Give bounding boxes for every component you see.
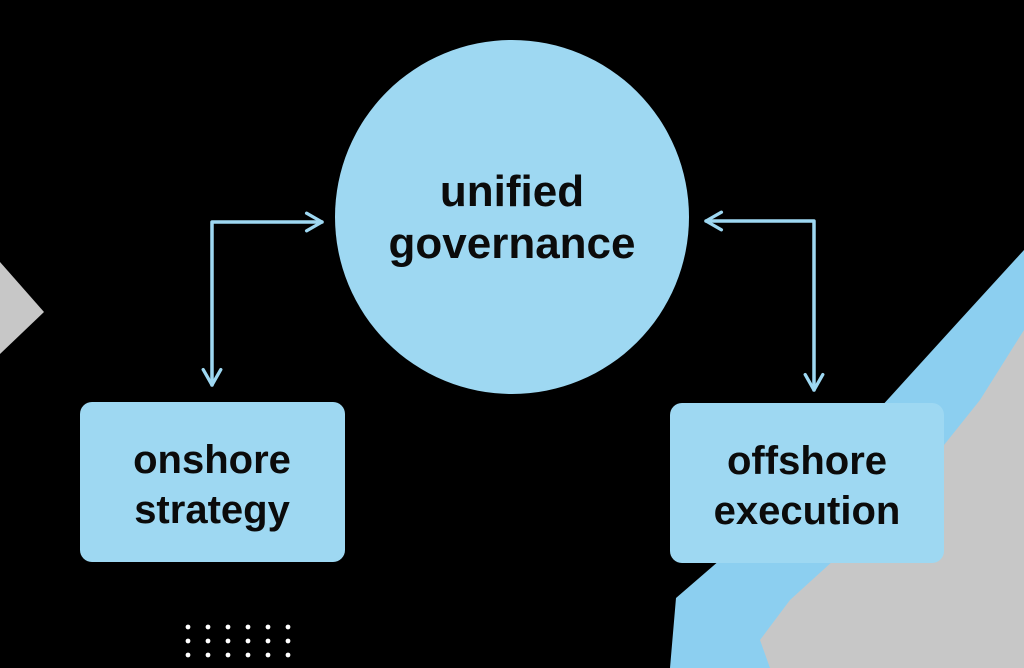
left-node-line-2: strategy bbox=[134, 488, 290, 532]
right-node-line-2: execution bbox=[714, 489, 901, 533]
center-node-circle bbox=[335, 40, 689, 394]
decorative-dot bbox=[225, 624, 231, 630]
decorative-dot bbox=[205, 638, 211, 644]
center-node-line-2: governance bbox=[389, 219, 636, 268]
decorative-dot bbox=[265, 638, 271, 644]
decorative-dot bbox=[245, 624, 251, 630]
decorative-dot bbox=[285, 624, 291, 630]
decorative-dot bbox=[265, 624, 271, 630]
node-unified-governance: unified governance bbox=[335, 40, 689, 394]
decorative-dot bbox=[285, 652, 291, 658]
dot-grid-decoration bbox=[185, 624, 291, 658]
node-onshore-strategy: onshore strategy bbox=[80, 402, 345, 562]
right-gray-panel-shape bbox=[760, 330, 1024, 668]
arrow-left-to-center bbox=[201, 211, 324, 387]
decorative-dot bbox=[245, 638, 251, 644]
decorative-dot bbox=[245, 652, 251, 658]
decorative-dot bbox=[185, 624, 191, 630]
right-node-line-1: offshore bbox=[727, 439, 887, 483]
node-offshore-execution: offshore execution bbox=[670, 403, 944, 563]
decorative-dot bbox=[205, 624, 211, 630]
decorative-dot bbox=[185, 638, 191, 644]
left-gray-triangle-shape bbox=[0, 262, 44, 354]
decorative-dot bbox=[265, 652, 271, 658]
decorative-dot bbox=[205, 652, 211, 658]
decorative-dot bbox=[225, 652, 231, 658]
decorative-dot bbox=[285, 638, 291, 644]
left-node-line-1: onshore bbox=[133, 438, 291, 482]
right-node-box bbox=[670, 403, 944, 563]
decorative-dot bbox=[225, 638, 231, 644]
decorative-dot bbox=[185, 652, 191, 658]
center-node-line-1: unified bbox=[440, 167, 584, 216]
arrow-right-to-center bbox=[704, 210, 825, 392]
left-node-box bbox=[80, 402, 345, 562]
